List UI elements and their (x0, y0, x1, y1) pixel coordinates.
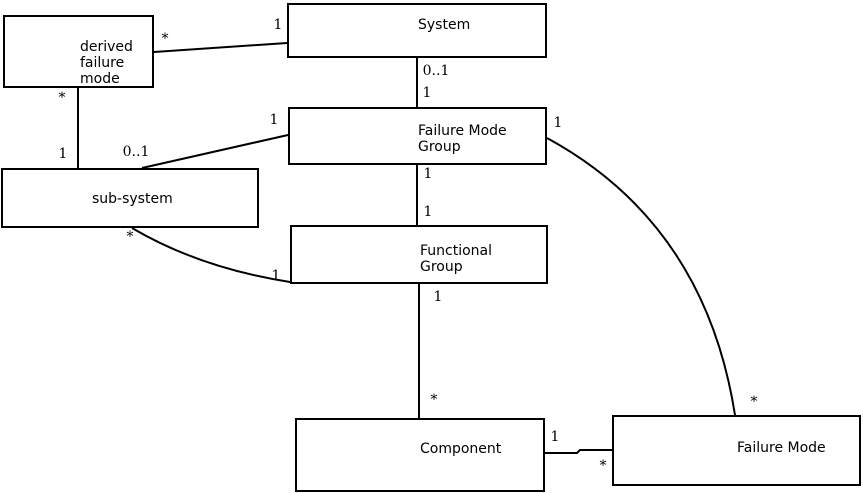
node-label-sub-system: sub-system (92, 191, 173, 207)
multiplicity-label-system-fmgroup-0: 0..1 (422, 63, 450, 79)
multiplicity-label-functionalgroup-component-1: * (430, 392, 438, 408)
multiplicity-label-derivedfm-subsystem-1: 1 (58, 146, 68, 162)
multiplicity-label-subsystem-fmgroup-1: 1 (269, 112, 279, 128)
multiplicity-label-fmgroup-functionalgroup-1: 1 (423, 204, 433, 220)
node-label-line: Group (420, 259, 463, 275)
multiplicity-label-fmgroup-functionalgroup-0: 1 (423, 166, 433, 182)
multiplicity-label-functionalgroup-component-0: 1 (433, 289, 443, 305)
multiplicity-label-fmgroup-failuremode-1: * (750, 394, 758, 410)
node-label-system: System (418, 17, 470, 33)
edge-derivedfm-system (153, 42, 288, 53)
multiplicity-label-subsystem-functionalgroup-0: * (126, 229, 134, 245)
node-label-line: Component (420, 441, 502, 457)
node-label-line: Failure Mode (737, 440, 826, 456)
multiplicity-label-fmgroup-failuremode-0: 1 (553, 115, 563, 131)
multiplicity-label-subsystem-functionalgroup-1: 1 (271, 268, 281, 284)
edge-fmgroup-failuremode (546, 137, 736, 416)
multiplicity-label-derivedfm-system-0: * (161, 31, 169, 47)
edge-subsystem-functionalgroup (131, 227, 291, 283)
multiplicity-label-derivedfm-system-1: 1 (273, 17, 283, 33)
node-sub-system: sub-system (1, 168, 259, 228)
edge-component-failuremode (545, 449, 612, 454)
node-system: System (287, 3, 547, 58)
node-label-line: Failure Mode (418, 123, 507, 139)
node-label-line: sub-system (92, 191, 173, 207)
edge-subsystem-fmgroup (141, 134, 289, 169)
node-label-component: Component (420, 441, 501, 457)
node-label-line: failure (80, 55, 125, 71)
multiplicity-label-subsystem-fmgroup-0: 0..1 (122, 144, 150, 160)
multiplicity-label-system-fmgroup-1: 1 (422, 85, 432, 101)
node-label-failure-mode: Failure Mode (737, 440, 826, 456)
node-label-line: System (418, 17, 471, 33)
node-label-line: derived (80, 39, 133, 55)
multiplicity-label-derivedfm-subsystem-0: * (58, 90, 66, 106)
node-component: Component (295, 418, 545, 492)
multiplicity-label-component-failuremode-0: 1 (550, 429, 560, 445)
node-label-line: Functional (420, 243, 493, 259)
node-label-line: Group (418, 139, 461, 155)
multiplicity-label-component-failuremode-1: * (599, 458, 607, 474)
node-failure-mode: Failure Mode (612, 415, 861, 486)
node-label-line: mode (80, 71, 120, 87)
